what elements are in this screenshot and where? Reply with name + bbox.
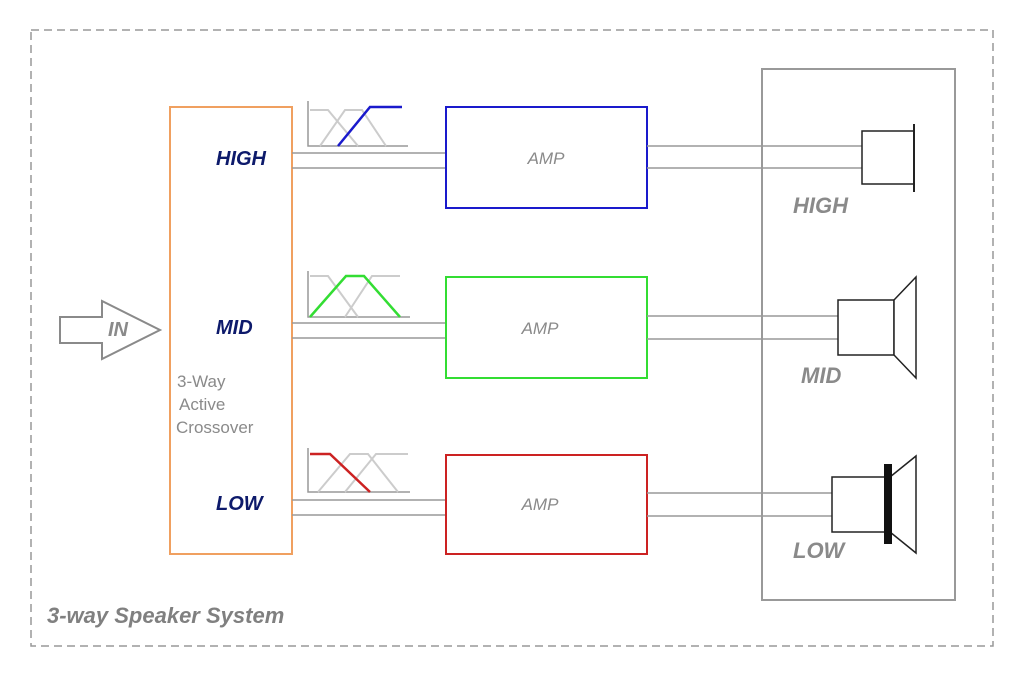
speaker-label-low: LOW: [793, 538, 847, 563]
wires-crossover-to-amp-low: [292, 499, 446, 516]
crossover-label-line1: 3-Way: [177, 372, 226, 391]
tweeter-icon: [861, 124, 915, 192]
midrange-icon: [837, 275, 917, 380]
amp-label-high: AMP: [527, 149, 566, 168]
wires-amp-to-speaker-low: [647, 492, 832, 517]
wires-crossover-to-amp-high: [292, 152, 446, 169]
outer-frame: [30, 29, 994, 647]
band-label-low: LOW: [216, 493, 265, 515]
band-label-high: HIGH: [216, 148, 267, 170]
speaker-cabinet: [761, 68, 956, 601]
speaker-label-mid: MID: [801, 363, 841, 388]
crossover-label-line3: Crossover: [176, 418, 254, 437]
wires-crossover-to-amp-mid: [292, 322, 446, 339]
wires-amp-to-speaker-mid: [647, 315, 838, 340]
amp-label-low: AMP: [521, 495, 560, 514]
amp-box-high: [445, 106, 648, 209]
band-label-mid: MID: [216, 317, 253, 339]
filter-graph-high-icon: [307, 101, 408, 147]
filter-graph-low-icon: [307, 448, 410, 493]
input-arrow-icon: [59, 299, 163, 361]
diagram-caption: 3-way Speaker System: [47, 603, 284, 628]
crossover-label-line2: Active: [179, 395, 225, 414]
amp-label-mid: AMP: [521, 319, 560, 338]
crossover-box: [169, 106, 293, 555]
wires-amp-to-speaker-high: [647, 145, 862, 169]
input-label: IN: [108, 319, 129, 341]
speaker-label-high: HIGH: [793, 193, 849, 218]
filter-graph-mid-icon: [307, 271, 410, 318]
woofer-icon: [831, 454, 917, 555]
amp-box-mid: [445, 276, 648, 379]
amp-box-low: [445, 454, 648, 555]
